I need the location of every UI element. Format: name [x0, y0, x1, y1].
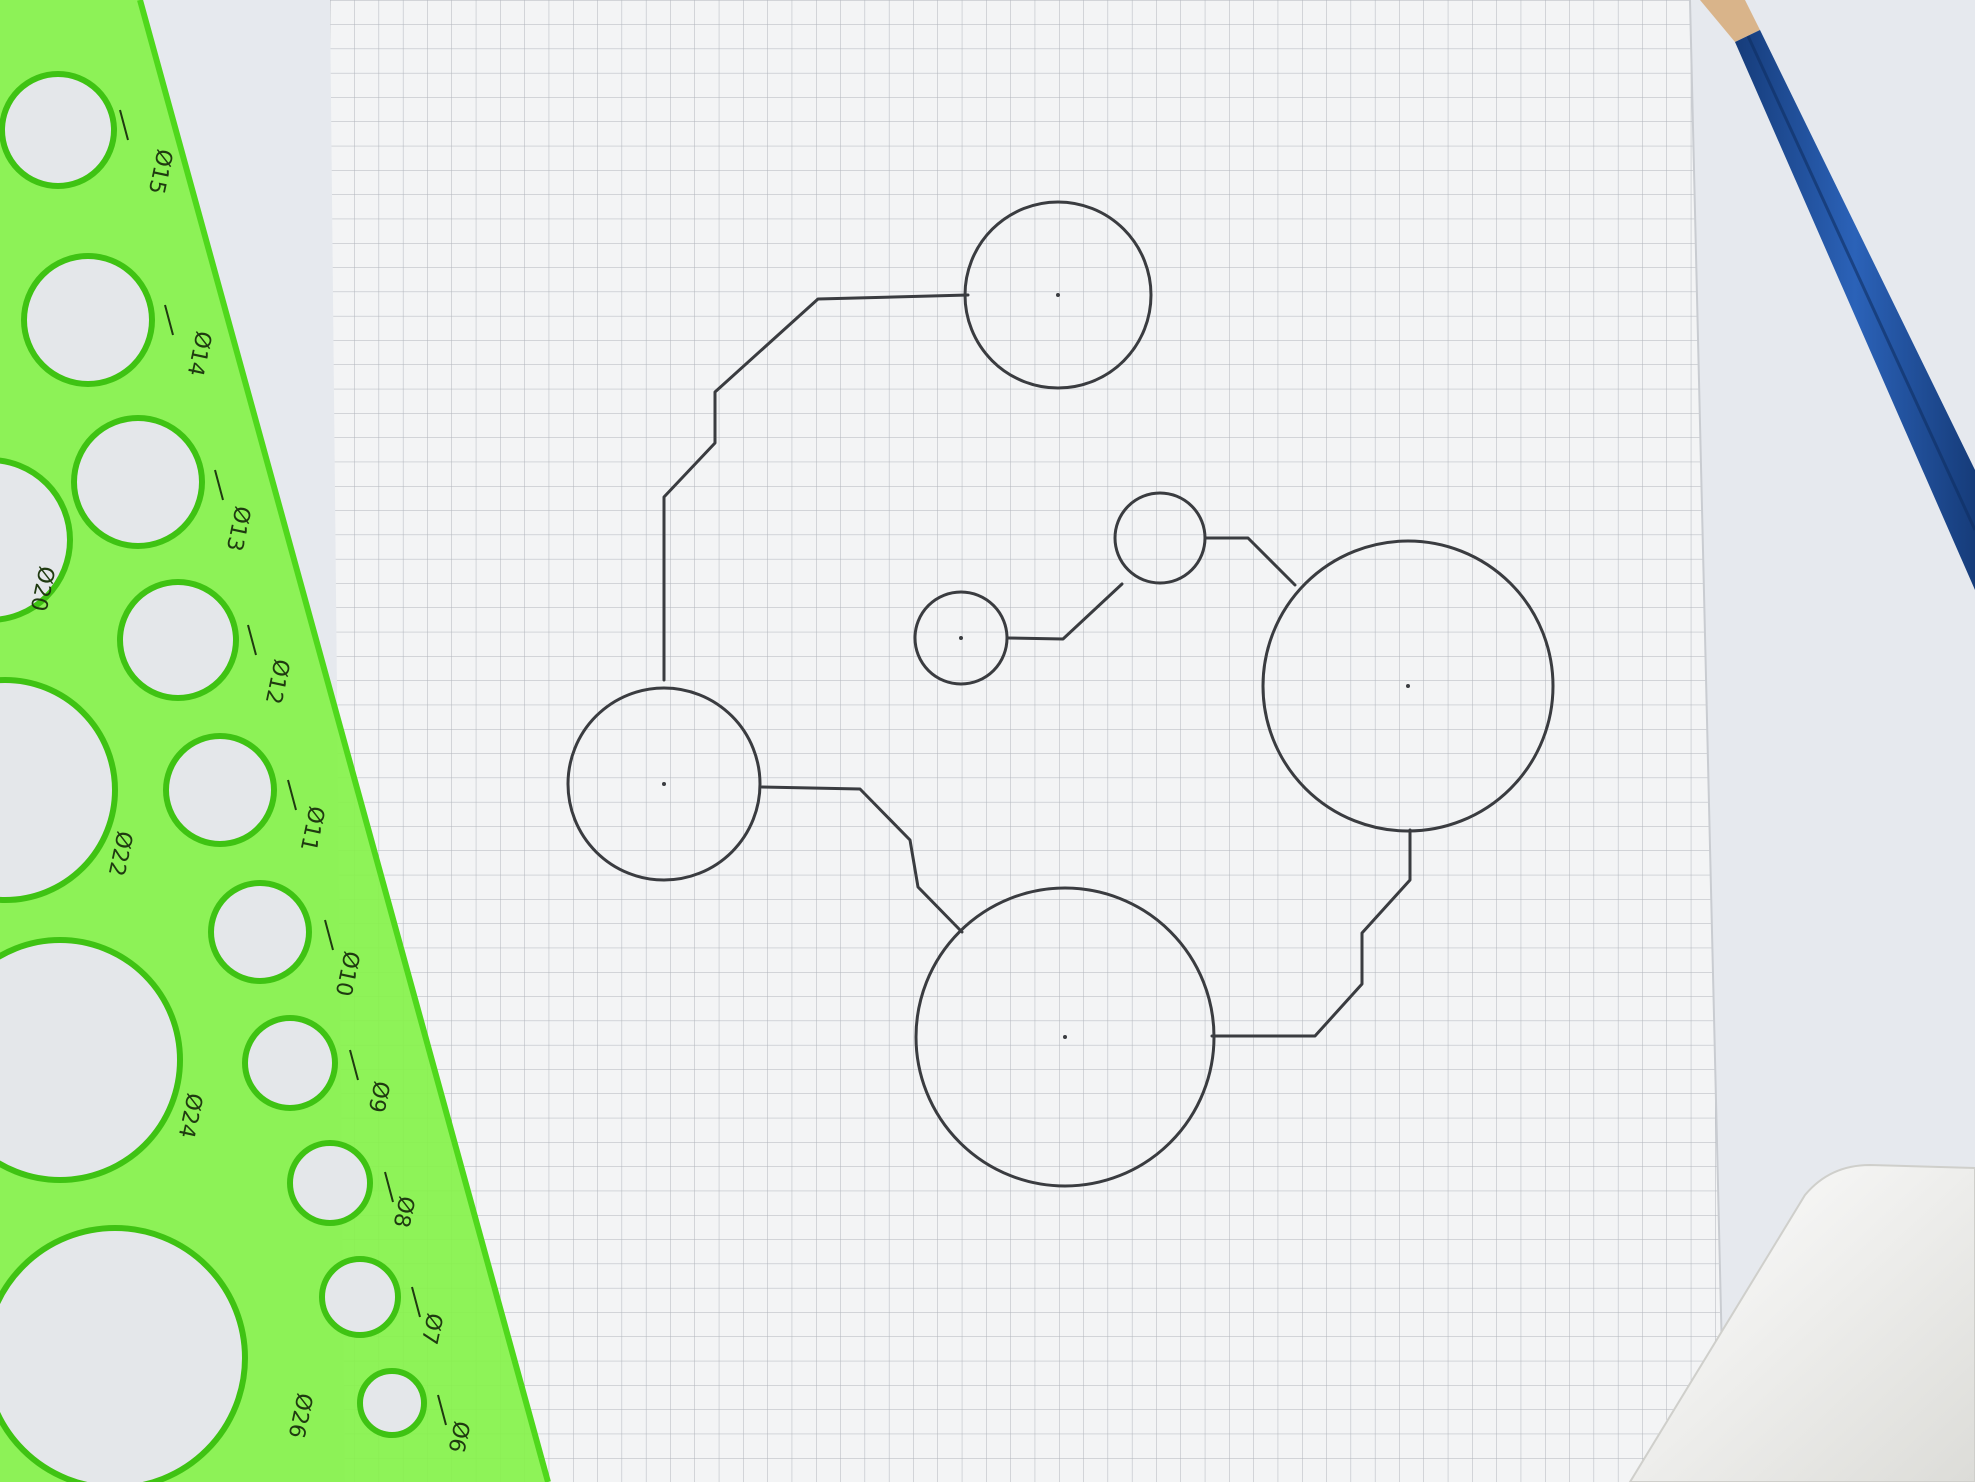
- white-eraser: [1628, 1163, 1975, 1482]
- circle-stencil: Ø15 Ø14 Ø13 Ø12 Ø11 Ø10 Ø9 Ø8 Ø7 Ø6 Ø20 …: [0, 0, 551, 1482]
- circle-large-bottom: [914, 886, 1216, 1188]
- circle-large-right: [1261, 539, 1555, 833]
- circle-top: [963, 200, 1153, 390]
- sketch-connectors: [662, 293, 1412, 1038]
- circle-small-center: [913, 590, 1009, 686]
- circle-left: [566, 686, 762, 882]
- graph-paper: [330, 0, 1726, 1482]
- circle-center-marks: [662, 293, 1410, 1039]
- blue-pencil: [1700, 0, 1975, 590]
- sketch-circles: [566, 200, 1555, 1188]
- circle-small-right: [1113, 491, 1207, 585]
